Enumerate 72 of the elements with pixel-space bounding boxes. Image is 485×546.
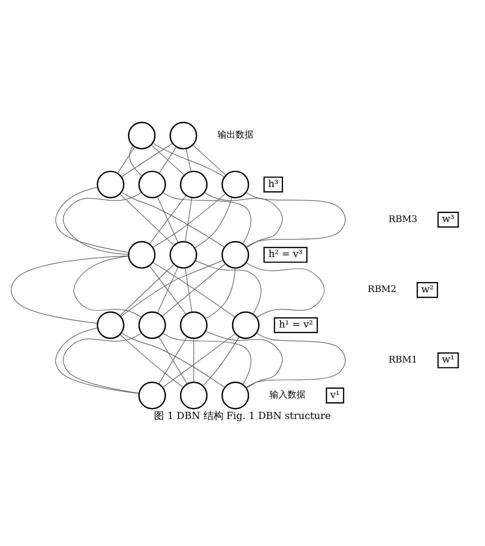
- node-box: h³: [263, 176, 284, 192]
- node-box: w¹: [437, 352, 459, 368]
- node-circle: [96, 170, 124, 198]
- node-box: h¹ = v²: [274, 316, 318, 333]
- caption: 图 1 DBN 结构 Fig. 1 DBN structure: [154, 410, 331, 422]
- connector: [120, 264, 174, 316]
- node-circle: [222, 381, 250, 409]
- label: 输入数据: [269, 389, 306, 400]
- connector: [55, 327, 140, 394]
- node-circle: [180, 381, 208, 409]
- connector: [195, 260, 262, 314]
- node-box: w²: [416, 282, 438, 298]
- connector: [162, 192, 252, 244]
- connector: [120, 334, 184, 388]
- connector: [162, 262, 226, 316]
- node-circle: [128, 240, 156, 268]
- connector: [184, 267, 192, 312]
- connector: [117, 146, 136, 173]
- connector: [162, 332, 236, 388]
- node-box: w³: [437, 211, 459, 228]
- node-circle: [170, 121, 198, 149]
- node-circle: [222, 240, 250, 268]
- node-circle: [138, 381, 166, 409]
- node-circle: [170, 240, 198, 268]
- connector: [149, 264, 186, 314]
- connector: [246, 192, 346, 247]
- connector: [205, 267, 236, 319]
- connector: [120, 193, 174, 246]
- connector: [246, 262, 325, 318]
- node-circle: [128, 121, 156, 149]
- connector: [62, 192, 142, 254]
- connector: [194, 196, 232, 248]
- node-box: h² = v³: [263, 246, 308, 262]
- node-circle: [232, 310, 260, 338]
- node-circle: [180, 310, 208, 338]
- node-circle: [138, 310, 166, 338]
- connector: [120, 260, 224, 316]
- connector: [184, 196, 192, 242]
- connector: [246, 332, 346, 388]
- connector: [204, 192, 283, 248]
- connector: [157, 196, 178, 242]
- node-circle: [138, 170, 166, 198]
- connector: [73, 255, 142, 317]
- connector: [62, 332, 142, 393]
- connector: [129, 144, 142, 176]
- connector: [202, 336, 240, 386]
- node-circle: [96, 310, 124, 338]
- connector: [192, 144, 226, 176]
- connector: [149, 194, 186, 244]
- connector: [10, 255, 129, 324]
- connector: [55, 186, 130, 252]
- connector: [158, 336, 188, 384]
- node-circle: [222, 170, 250, 198]
- label: RBM2: [368, 284, 397, 295]
- connector: [121, 142, 173, 177]
- connector: [162, 332, 252, 384]
- connector: [150, 144, 185, 176]
- connector: [152, 192, 226, 248]
- node-box: v¹: [326, 387, 344, 403]
- connector: [157, 266, 178, 313]
- label: RBM3: [388, 213, 418, 224]
- connector: [152, 142, 225, 177]
- node-circle: [180, 170, 208, 198]
- connector: [158, 146, 177, 173]
- label: RBM1: [388, 354, 418, 365]
- connector: [205, 330, 283, 388]
- connector: [152, 261, 236, 317]
- label: 输出数据: [217, 129, 254, 140]
- connector: [121, 191, 225, 247]
- connector: [186, 148, 192, 172]
- connector: [193, 338, 194, 382]
- connector: [121, 332, 225, 388]
